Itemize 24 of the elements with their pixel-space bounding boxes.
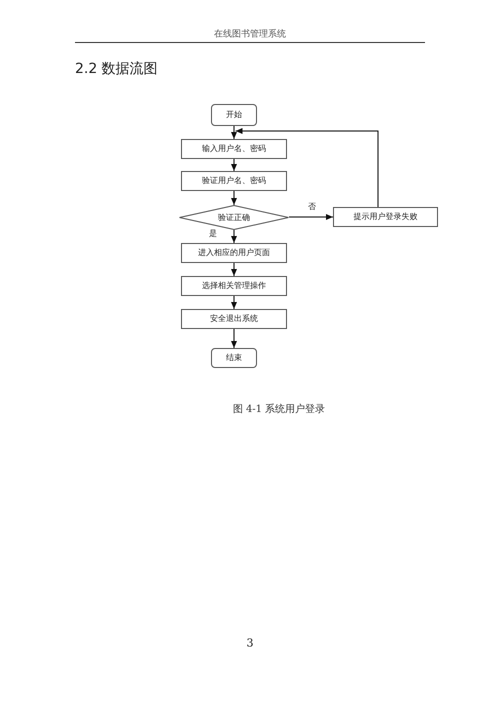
terminal-box: 开始: [211, 104, 257, 126]
process-box: 进入相应的用户页面: [181, 243, 287, 263]
arrow: [231, 328, 237, 348]
arrow: [231, 262, 237, 276]
page-header: 在线图书管理系统: [214, 30, 286, 40]
figure-caption: 图 4-1 系统用户登录: [232, 405, 326, 415]
process-box: 选择相关管理操作: [181, 276, 287, 296]
arrow: [231, 126, 237, 140]
process-box: 安全退出系统: [181, 309, 287, 329]
terminal-box: 结束: [211, 348, 257, 368]
arrow: [288, 214, 334, 220]
arrow: [231, 190, 237, 206]
process-box: 输入用户名、密码: [181, 139, 287, 159]
process-box: 提示用户登录失败: [333, 207, 438, 227]
arrow: [231, 230, 237, 244]
decision-diamond: 验证正确: [179, 205, 289, 230]
edge-label: 否: [307, 203, 317, 211]
section-heading: 2.2 数据流图: [75, 62, 158, 76]
process-box: 验证用户名、密码: [181, 171, 287, 191]
edge-label: 是: [208, 230, 218, 238]
arrow: [231, 158, 237, 172]
arrow: [231, 296, 237, 310]
page-number: 3: [246, 638, 254, 648]
arrow: [235, 128, 378, 208]
